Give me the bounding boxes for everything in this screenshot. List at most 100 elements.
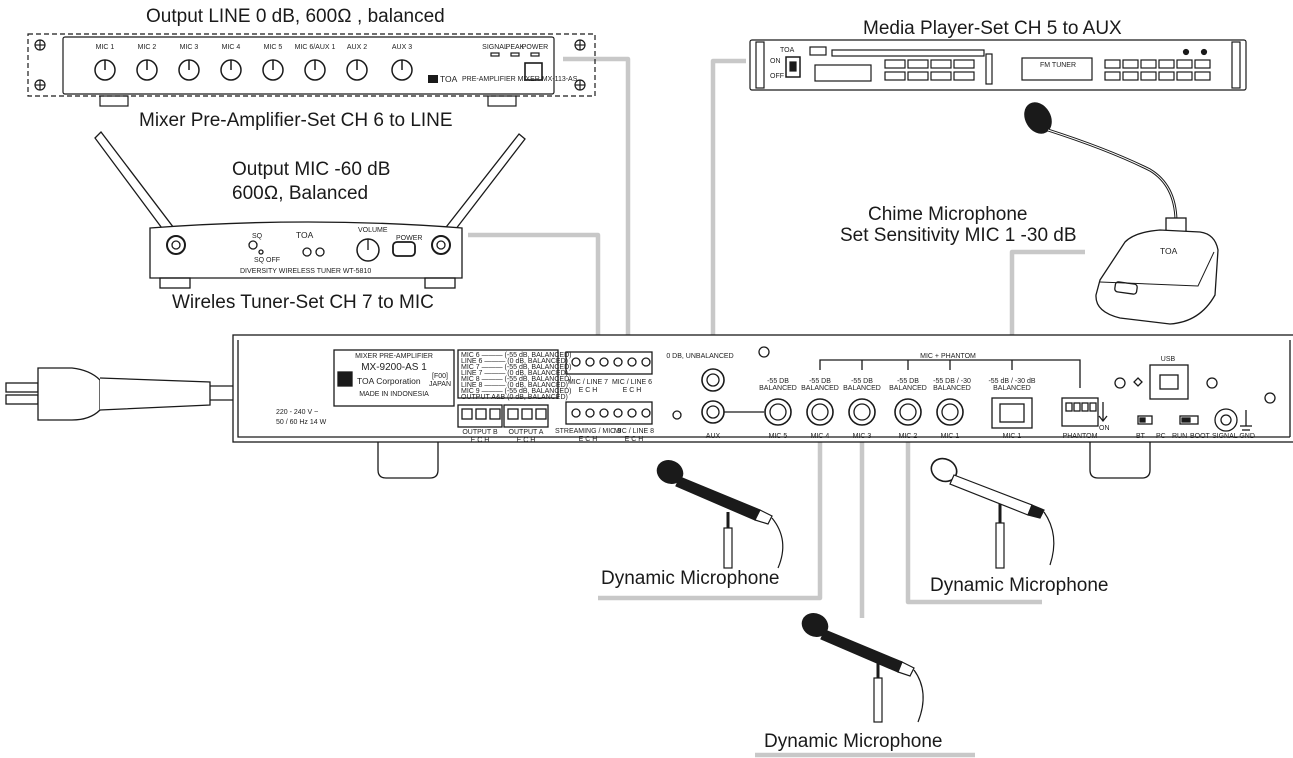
- run-label: RUN: [1172, 433, 1187, 440]
- aux-unbalanced-label: 0 DB, UNBALANCED: [666, 353, 733, 360]
- boot-label: BOOT: [1190, 433, 1211, 440]
- media-player-labels: TOA ON OFF FM TUNER: [770, 47, 1076, 80]
- chime-microphone: [1024, 102, 1219, 325]
- mixer-ch-label: AUX 2: [347, 44, 367, 51]
- media-power-off: OFF: [770, 73, 784, 80]
- level-line: MIC 7 ——— (-55 dB, BALANCED): [461, 364, 571, 371]
- panel-power-freq: 50 / 60 Hz 14 W: [276, 419, 327, 426]
- ch6-ech: E C H: [623, 387, 642, 394]
- mixer-indicator-label: POWER: [522, 44, 548, 51]
- ch9-ech: E C H: [579, 436, 598, 443]
- dynamic-microphone-left: [656, 460, 784, 569]
- tuner-sq-label: SQ: [252, 233, 263, 240]
- mic1-rj-label: MIC 1: [1003, 433, 1022, 440]
- phantom-on-label: ON: [1099, 425, 1110, 432]
- mic-line-6-label: MIC / LINE 6: [612, 379, 652, 386]
- tuner-labels: TOA VOLUME POWER SQ SQ OFF DIVERSITY WIR…: [240, 227, 422, 275]
- usb-label: USB: [1161, 356, 1176, 363]
- chime-label: Chime Microphone: [868, 204, 1028, 225]
- output-b-label: OUTPUT B: [462, 429, 498, 436]
- mic5-sens: -55 DB: [767, 378, 789, 385]
- mixer-ch-label: MIC 1: [96, 44, 115, 51]
- mic-phantom-label: MIC + PHANTOM: [920, 353, 976, 360]
- mic3-sens: -55 DB: [851, 378, 873, 385]
- panel-fcode: [F00]: [432, 373, 448, 380]
- mixer-indicator-label: PEAK: [506, 44, 525, 51]
- dynamic-mic-label-right: Dynamic Microphone: [930, 575, 1109, 596]
- bt-label: BT: [1136, 433, 1146, 440]
- panel-company: TOA Corporation: [357, 376, 421, 386]
- media-power-on: ON: [770, 58, 781, 65]
- tuner-output-impedance: 600Ω, Balanced: [232, 183, 369, 204]
- mic4-sens: -55 DB: [809, 378, 831, 385]
- level-line: LINE 7 ——— (0 dB, BALANCED): [461, 370, 568, 377]
- streaming-mic-9-label: STREAMING / MIC 9: [555, 428, 621, 435]
- mic5-bal: BALANCED: [759, 385, 797, 392]
- mixer-ch-label: MIC 3: [180, 44, 199, 51]
- mic1-rj-sens: -55 dB / -30 dB: [988, 378, 1035, 385]
- mic3-label: MIC 3: [853, 433, 872, 440]
- chime-sensitivity-label: Set Sensitivity MIC 1 -30 dB: [840, 225, 1077, 246]
- power-plug: [5, 367, 308, 421]
- level-line: MIC 9 ——— (-55 dB, BALANCED): [461, 388, 571, 395]
- media-player: [749, 39, 1247, 91]
- mixer-model-text: PRE-AMPLIFIER MIXER MX-113-AS: [462, 76, 578, 83]
- mixer-ch-label: MIC 6/AUX 1: [295, 44, 336, 51]
- mixer-channel-labels: MIC 1 MIC 2 MIC 3 MIC 4 MIC 5 MIC 6/AUX …: [96, 44, 578, 84]
- mic5-label: MIC 5: [769, 433, 788, 440]
- dynamic-mic-label-bottom: Dynamic Microphone: [764, 731, 943, 752]
- mic4-label: MIC 4: [811, 433, 830, 440]
- tuner-volume-label: VOLUME: [358, 227, 388, 234]
- level-line: MIC 6 ——— (-55 dB, BALANCED): [461, 352, 571, 359]
- panel-model: MX-9200-AS 1: [361, 362, 427, 373]
- rear-panel-labels: MIXER PRE-AMPLIFIER MX-9200-AS 1 [F00] T…: [276, 352, 1255, 444]
- dynamic-microphone-bottom: [801, 613, 924, 723]
- mixer-ch-label: AUX 3: [392, 44, 412, 51]
- tuner-brand-logo: TOA: [296, 230, 314, 240]
- pc-label: PC: [1156, 433, 1166, 440]
- mic2-sens: -55 DB: [897, 378, 919, 385]
- mic3-bal: BALANCED: [843, 385, 881, 392]
- output-b-ech: E C H: [471, 437, 490, 444]
- mixer-ch-label: MIC 5: [264, 44, 283, 51]
- panel-made-in: MADE IN INDONESIA: [359, 391, 429, 398]
- tuner-power-label: POWER: [396, 235, 422, 242]
- mic2-bal: BALANCED: [889, 385, 927, 392]
- cables: [468, 56, 1085, 758]
- mic1-sens: -55 DB / -30: [933, 378, 971, 385]
- ch7-ech: E C H: [579, 387, 598, 394]
- cable-tuner-to-ch7: [468, 232, 601, 370]
- mic-line-8-label: MIC / LINE 8: [614, 428, 654, 435]
- output-a-ech: E C H: [517, 437, 536, 444]
- mic1-bal: BALANCED: [933, 385, 971, 392]
- panel-model-title: MIXER PRE-AMPLIFIER: [355, 353, 433, 360]
- panel-country: JAPAN: [429, 381, 451, 388]
- cable-mic4: [598, 440, 823, 601]
- mixer-indicator-label: SIGNAL: [482, 44, 508, 51]
- level-line: LINE 8 ——— (0 dB, BALANCED): [461, 382, 568, 389]
- level-line: LINE 6 ——— (0 dB, BALANCED): [461, 358, 568, 365]
- media-player-caption: Media Player-Set CH 5 to AUX: [863, 18, 1122, 39]
- mixer-brand-logo: TOA: [440, 74, 458, 84]
- aux-label: AUX: [706, 433, 721, 440]
- mic2-label: MIC 2: [899, 433, 918, 440]
- mixer-ch-label: MIC 4: [222, 44, 241, 51]
- wireless-tuner: [94, 131, 526, 289]
- level-line: MIC 8 ——— (-55 dB, BALANCED): [461, 376, 571, 383]
- mixer-knobs: [94, 59, 413, 81]
- tuner-model-text: DIVERSITY WIRELESS TUNER WT-5810: [240, 268, 371, 275]
- ch8-ech: E C H: [625, 436, 644, 443]
- tuner-caption: Wireles Tuner-Set CH 7 to MIC: [172, 292, 434, 313]
- tuner-output-label: Output MIC -60 dB: [232, 159, 391, 180]
- signal-gnd-label: SIGNAL GND: [1212, 433, 1255, 440]
- cable-mic2: [905, 440, 1042, 605]
- cable-media-to-aux: [710, 58, 746, 375]
- mic-line-7-label: MIC / LINE 7: [568, 379, 608, 386]
- mic4-bal: BALANCED: [801, 385, 839, 392]
- mixer-ch-label: MIC 2: [138, 44, 157, 51]
- media-brand-logo: TOA: [780, 47, 795, 54]
- panel-power-voltage: 220 - 240 V ~: [276, 409, 318, 416]
- mixer-caption: Mixer Pre-Amplifier-Set CH 6 to LINE: [139, 110, 453, 131]
- output-a-label: OUTPUT A: [509, 429, 544, 436]
